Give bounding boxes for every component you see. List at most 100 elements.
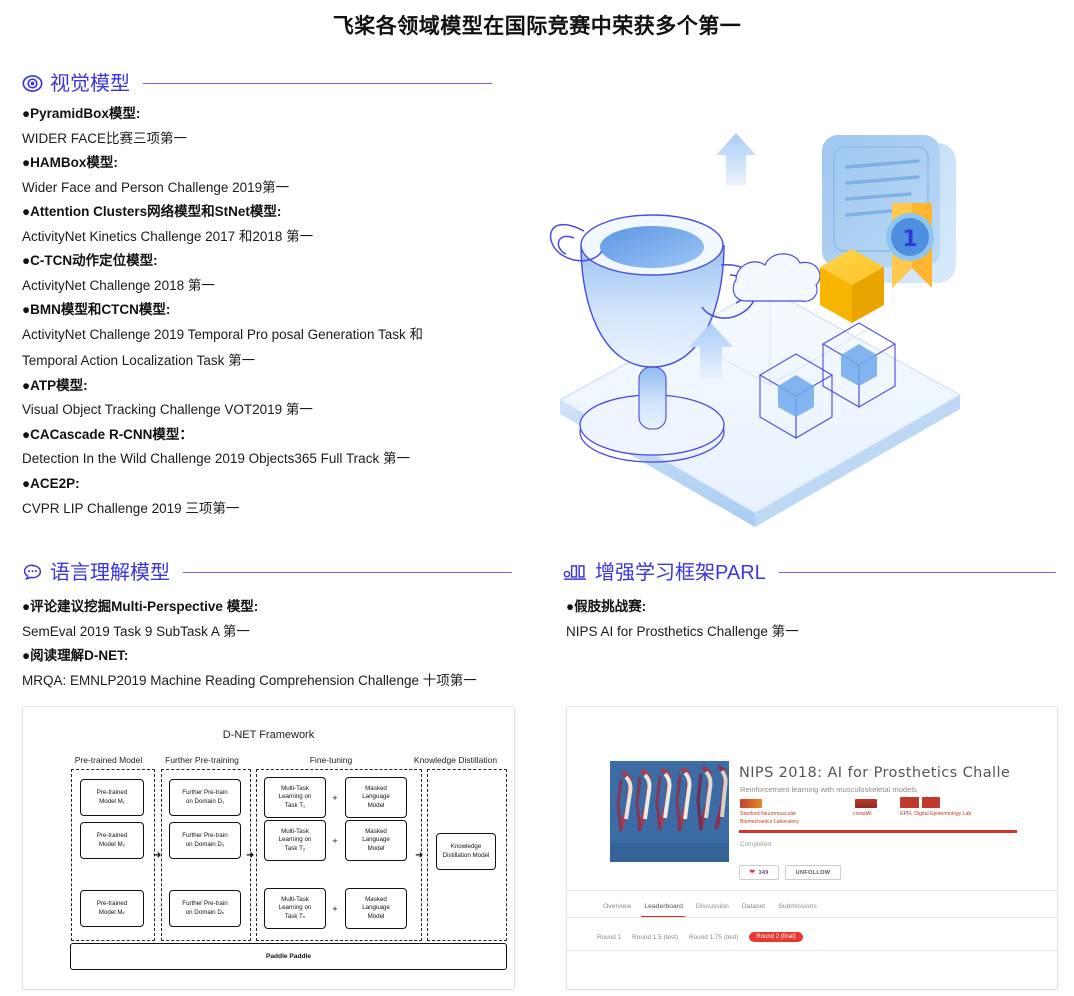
dnet-further-box: Further Pre-train on Domain D₂ [169, 822, 241, 859]
dnet-column-label: Pre-trained Model [74, 755, 143, 765]
nips-round-row[interactable]: Round 1 Round 1.5 (test) Round 1.75 (tes… [597, 932, 803, 942]
dnet-masked-lm-box: Masked Language Model [345, 820, 407, 861]
tab-submissions[interactable]: Submissions [778, 903, 817, 910]
section-title-vision: 视觉模型 [50, 72, 130, 95]
vision-item-detail: Detection In the Wild Challenge 2019 Obj… [22, 451, 410, 467]
vision-item-heading: ●PyramidBox模型: [22, 106, 141, 121]
dnet-diagram: D-NET Framework Pre-trained Model Furthe… [23, 707, 514, 989]
round-filter-active[interactable]: Round 2 (final) [749, 932, 803, 942]
dnet-pretrained-box: Pre-trained Model Mₖ [80, 890, 144, 927]
dnet-column-label: Knowledge Distillation [413, 755, 498, 765]
crowdai-logo [855, 799, 877, 808]
heart-icon: ❤ [749, 869, 756, 876]
bar-chart-icon [563, 562, 588, 583]
vision-item-detail: WIDER FACE比赛三项第一 [22, 130, 188, 146]
cloud [732, 253, 821, 302]
dnet-plus-symbol: + [332, 792, 338, 803]
medal-number: 1 [902, 227, 917, 252]
dnet-distillation-box: Knowledge Distillation Model [436, 833, 496, 870]
nips-round-separator [567, 950, 1057, 951]
up-arrow [689, 133, 756, 379]
vision-item-heading: ●C-TCN动作定位模型: [22, 253, 158, 269]
page-title: 飞桨各领域模型在国际竞赛中荣获多个第一 [332, 15, 742, 38]
vision-item-heading: ●BMN模型和CTCN模型: [22, 302, 171, 318]
vision-content: ●PyramidBox模型: WIDER FACE比赛三项第一 ●HAMBox模… [22, 107, 492, 526]
round-filter-3[interactable]: Round 1.75 (test) [689, 933, 739, 941]
dnet-plus-symbol: + [332, 903, 338, 914]
tab-overview[interactable]: Overview [603, 903, 632, 910]
dnet-arrow-icon: ➜ [246, 850, 255, 861]
vision-item-detail: ActivityNet Challenge 2018 第一 [22, 277, 215, 293]
dnet-further-box: Further Pre-train on Domain D₁ [169, 779, 241, 816]
nips-tab-row[interactable]: Overview Leaderboard Discussion Dataset … [603, 903, 817, 910]
vision-item-heading: ●ATP模型: [22, 377, 88, 393]
vision-item-heading: ●Attention Clusters网络模型和StNet模型: [22, 204, 282, 220]
speech-bubble-icon [22, 562, 43, 583]
dnet-column-frame [71, 769, 155, 941]
nlp-item-heading: ●评论建议挖掘Multi-Perspective 模型: [22, 599, 259, 614]
vision-item-detail: CVPR LIP Challenge 2019 三项第一 [22, 500, 240, 516]
tab-discussion[interactable]: Discussion [695, 903, 729, 910]
eye-target-icon [22, 73, 43, 94]
tab-dataset[interactable]: Dataset [741, 903, 766, 910]
round-filter-2[interactable]: Round 1.5 (test) [632, 933, 678, 941]
dnet-column-frame [427, 769, 507, 941]
epfl-logo [900, 797, 940, 808]
section-title-nlp: 语言理解模型 [50, 561, 170, 584]
stanford-lab-label: Stanford Neuromuscular Biomechanics Labo… [740, 811, 799, 825]
vision-item-detail: ActivityNet Challenge 2019 Temporal Pro … [22, 326, 423, 342]
dnet-arrow-icon: ➜ [415, 850, 424, 861]
dnet-masked-lm-box: Masked Language Model [345, 888, 407, 929]
section-header-nlp: 语言理解模型 [22, 562, 512, 583]
prosthetics-hero-image [610, 761, 729, 862]
vision-item-detail: Wider Face and Person Challenge 2019第一 [22, 179, 290, 195]
crowdai-label: crowdAI [853, 811, 872, 817]
like-button[interactable]: ❤ 349 [739, 865, 779, 880]
dnet-arrow-icon: ➜ [153, 850, 162, 861]
dnet-pretrained-box: Pre-trained Model M₁ [80, 779, 144, 816]
active-tab-underline [641, 916, 685, 918]
vision-item-detail: Visual Object Tracking Challenge VOT2019… [22, 402, 313, 418]
section-header-parl: 增强学习框架PARL [563, 562, 1056, 583]
parl-item-heading: ●假肢挑战赛: [566, 599, 647, 614]
dnet-column-frame [161, 769, 251, 941]
nips-challenge-screenshot-card: NIPS 2018: AI for Prosthetics Challe Rei… [566, 706, 1058, 990]
nlp-item-detail: SemEval 2019 Task 9 SubTask A 第一 [22, 623, 250, 639]
section-divider-parl [778, 572, 1056, 573]
nips-subtitle: Reinforcement learning with musculoskele… [740, 785, 917, 794]
dnet-column-frame [256, 769, 422, 941]
stanford-logo [740, 799, 762, 808]
unfollow-label: UNFOLLOW [795, 869, 831, 876]
unfollow-button[interactable]: UNFOLLOW [785, 865, 841, 880]
nips-tab-separator [567, 917, 1057, 918]
nips-status: Completed [740, 841, 771, 848]
nlp-item-heading: ●阅读理解D-NET: [22, 648, 129, 664]
parl-item-detail: NIPS AI for Prosthetics Challenge 第一 [566, 623, 799, 639]
nips-separator [567, 890, 1057, 891]
dnet-plus-symbol: + [332, 835, 338, 846]
dnet-column-label: Fine-tuning [309, 755, 353, 765]
vision-item-heading: ●CACascade R-CNN模型： [22, 426, 193, 442]
section-title-parl: 增强学习框架PARL [595, 561, 766, 584]
nips-heading: NIPS 2018: AI for Prosthetics Challe [739, 765, 1011, 781]
tab-leaderboard[interactable]: Leaderboard [644, 903, 683, 910]
dnet-multitask-box: Multi-Task Learning on Task Tₙ [264, 888, 326, 929]
section-divider-nlp [183, 572, 512, 573]
vision-item-detail-cont: Temporal Action Localization Task 第一 [22, 353, 256, 369]
nlp-content: ●评论建议挖掘Multi-Perspective 模型: SemEval 201… [22, 600, 522, 698]
dnet-column-label: Further Pre-training [165, 755, 239, 765]
round-filter-1[interactable]: Round 1 [597, 933, 622, 941]
section-header-vision: 视觉模型 [22, 73, 492, 94]
parl-content: ●假肢挑战赛: NIPS AI for Prosthetics Challeng… [566, 600, 1036, 649]
dnet-further-box: Further Pre-train on Domain Dₙ [169, 890, 241, 927]
like-count: 349 [758, 869, 769, 876]
dnet-framework-card: D-NET Framework Pre-trained Model Furthe… [22, 706, 515, 990]
dnet-footer-bar: Paddle Paddle [70, 943, 507, 970]
nlp-item-detail: MRQA: EMNLP2019 Machine Reading Comprehe… [22, 672, 477, 688]
epfl-label: EPFL Digital Epidemiology Lab [900, 811, 972, 817]
dnet-diagram-title: D-NET Framework [222, 729, 315, 741]
dnet-multitask-box: Multi-Task Learning on Task T₂ [264, 820, 326, 861]
trophy-cup [549, 214, 758, 463]
award-trophy-isometric-illustration: 1 [540, 95, 980, 545]
